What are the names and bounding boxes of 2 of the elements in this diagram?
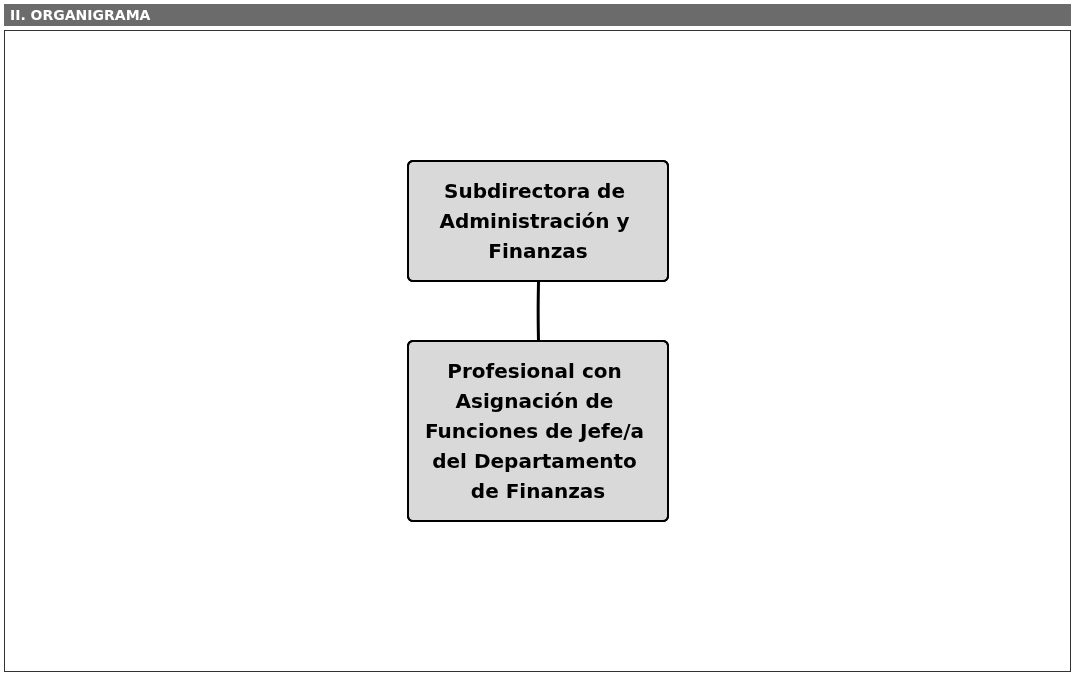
connector bbox=[536, 281, 540, 342]
section-title: II. ORGANIGRAMA bbox=[4, 4, 1071, 26]
